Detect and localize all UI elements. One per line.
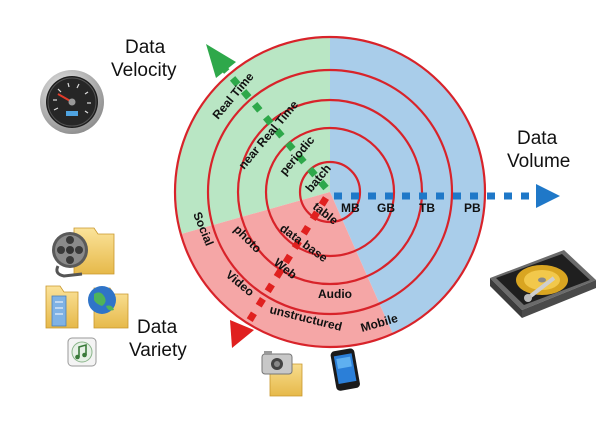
velocity-title: Data Velocity [111, 36, 176, 82]
globe-folder-icon [88, 286, 129, 329]
variety-title-line2: Variety [129, 340, 187, 361]
volume-arrow [334, 184, 560, 208]
volume-label-gb: GB [377, 201, 395, 215]
volume-label-pb: PB [464, 201, 481, 215]
velocity-arrow [206, 44, 329, 191]
ring-1 [264, 126, 396, 258]
ring-inner [298, 160, 362, 224]
volume-title-line2: Volume [507, 151, 571, 172]
smartphone-icon [330, 348, 360, 391]
ring-3 [206, 68, 454, 316]
variety-arrow [230, 196, 329, 348]
rings [173, 35, 487, 349]
volume-title: Data Volume [507, 127, 570, 173]
variety-title-line1: Data [137, 317, 178, 338]
hard-drive-icon [490, 250, 596, 318]
variety-title: Data Variety [129, 316, 187, 362]
speedometer-icon [40, 70, 104, 134]
velocity-title-line1: Data [125, 37, 166, 58]
ring-outer [173, 35, 487, 349]
variety-label-audio: Audio [318, 287, 352, 301]
camera-folder-icon [261, 351, 303, 397]
music-file-icon [67, 337, 97, 367]
film-folder-icon [52, 227, 115, 278]
velocity-title-line2: Velocity [111, 60, 177, 81]
document-folder-icon [45, 285, 79, 329]
volume-label-tb: TB [419, 201, 435, 215]
volume-label-mb: MB [341, 201, 360, 215]
ring-2 [236, 98, 424, 286]
volume-title-line1: Data [517, 128, 558, 149]
